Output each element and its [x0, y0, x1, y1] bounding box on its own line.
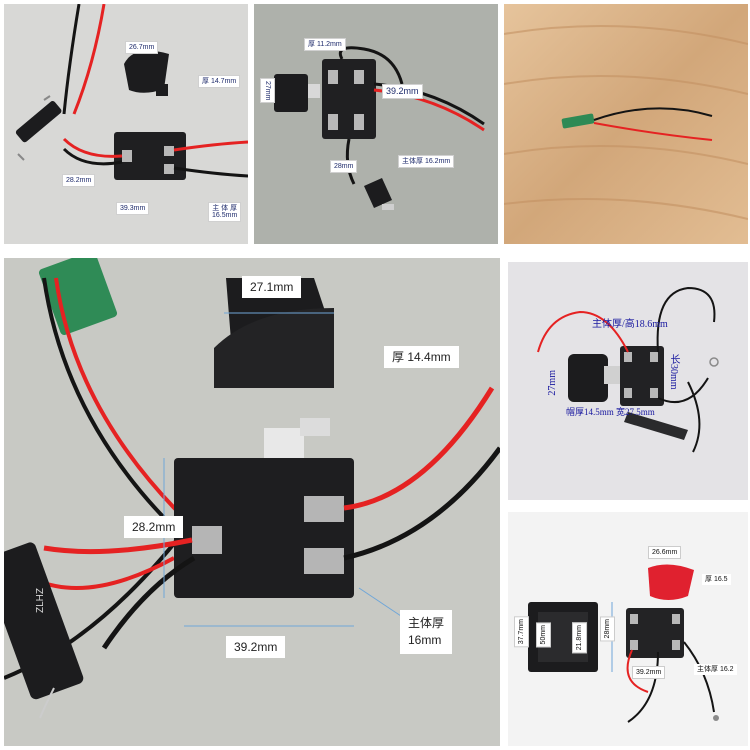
switch-photo: [4, 258, 500, 746]
label-length: 39.3mm: [116, 202, 150, 215]
pcb-marking: ZLHZ: [35, 588, 46, 613]
label-side-2: 50mm: [536, 622, 551, 648]
label-length: 28mm: [330, 160, 358, 173]
label-width: 27mm: [547, 370, 558, 396]
pcb-board: [38, 258, 118, 336]
wood-photo: [504, 4, 748, 244]
label-height: 28.2mm: [124, 516, 184, 538]
photo-panel-6: 26.6mm 厚 16.5 37.7mm 50mm 21.8mm 28mm 39…: [508, 512, 748, 746]
photo-panel-4: 27.1mm 厚 14.4mm 28.2mm 39.2mm 主体厚 16mm Z…: [4, 258, 500, 746]
label-length: 39.2mm: [632, 666, 666, 679]
label-width: 27mm: [260, 78, 275, 104]
photo-panel-2: 厚 11.2mm 27mm 39.2mm 28mm 主体厚 16.2mm: [254, 4, 498, 244]
photo-panel-5: 主体厚/高18.6mm 长30mm 27mm 帽厚14.5mm 宽27.5mm: [508, 262, 748, 500]
pcb-strip: [15, 101, 62, 143]
pcb-board: [561, 113, 595, 129]
label-thickness: 厚 14.7mm: [198, 75, 241, 88]
label-height: 39.2mm: [382, 84, 423, 99]
photo-panel-1: 26.7mm 厚 14.7mm 28.2mm 39.3mm 主 体 厚 16.5…: [4, 4, 248, 244]
label-body-thickness: 主体厚 16.2: [694, 664, 737, 675]
label-body-thickness: 主体厚/高18.6mm: [592, 319, 668, 330]
switch-photo: [508, 262, 748, 500]
label-width: 26.7mm: [125, 41, 159, 54]
label-thickness: 厚 16.5: [702, 574, 731, 585]
label-height: 28mm: [600, 616, 615, 642]
label-thickness: 厚 11.2mm: [304, 38, 346, 51]
label-length: 39.2mm: [226, 636, 286, 658]
photo-panel-3: [504, 4, 748, 244]
switch-photo: [254, 4, 498, 244]
label-body-thickness: 主体厚 16.2mm: [398, 155, 455, 168]
label-side-3: 21.8mm: [572, 622, 587, 654]
label-side-1: 37.7mm: [514, 616, 529, 648]
label-width: 27.1mm: [242, 276, 302, 298]
label-length: 长30mm: [668, 354, 679, 390]
label-width: 26.6mm: [648, 546, 682, 559]
label-thickness: 厚 14.4mm: [384, 346, 459, 368]
label-body-thickness: 主 体 厚 16.5mm: [208, 202, 242, 222]
label-height: 28.2mm: [62, 174, 96, 187]
label-body-thickness: 主体厚 16mm: [400, 610, 453, 654]
label-bottom-width: 宽27.5mm: [616, 407, 655, 417]
label-cap-thickness: 帽厚14.5mm: [566, 407, 614, 417]
